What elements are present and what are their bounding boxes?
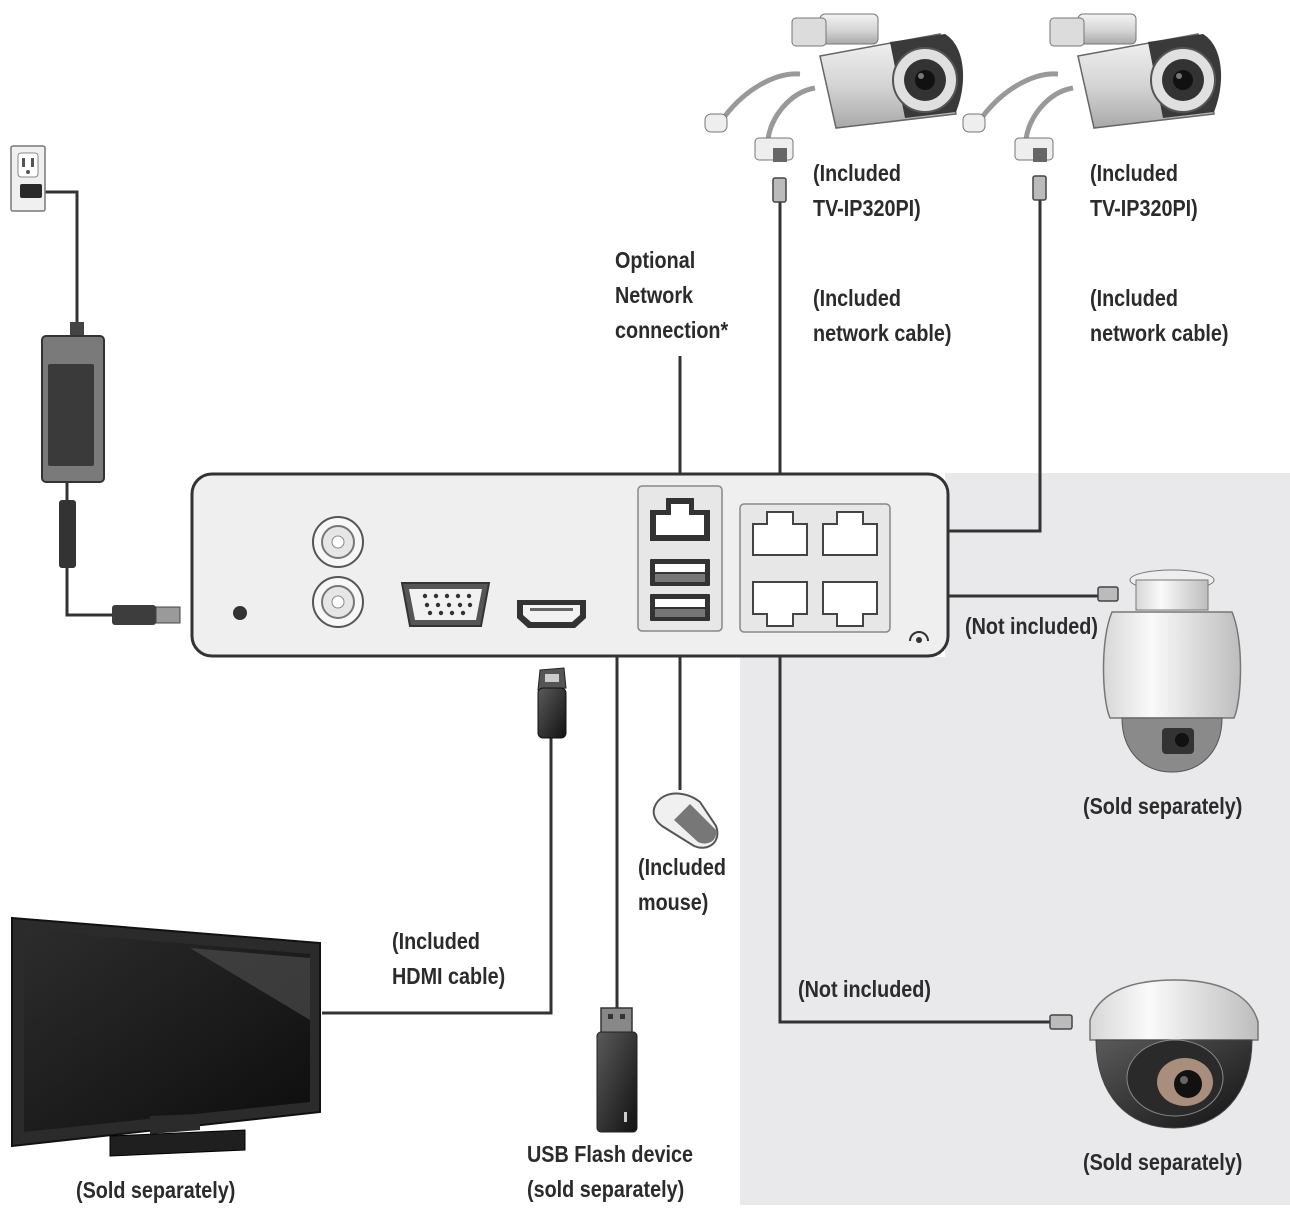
usb-flash-drive-icon bbox=[596, 1007, 638, 1133]
network-camera-icon bbox=[704, 13, 964, 162]
not-included-2-label: (Not included) bbox=[798, 976, 931, 1002]
poe-ports bbox=[752, 511, 878, 627]
power-jack bbox=[233, 606, 247, 620]
nvr-rear-panel bbox=[190, 472, 950, 658]
rj45-plug-icon bbox=[772, 177, 787, 203]
vga-port bbox=[400, 582, 491, 627]
ptz-camera-icon bbox=[1102, 569, 1242, 773]
hdmi-plug-icon bbox=[537, 667, 567, 739]
rj45-plug-icon bbox=[1049, 1014, 1073, 1030]
tv-label: (Sold separately) bbox=[76, 1177, 236, 1203]
not-included-1-label: (Not included) bbox=[965, 613, 1098, 639]
dc-plug-icon bbox=[112, 605, 181, 625]
usb-flash-label: USB Flash device(sold separately) bbox=[527, 1141, 694, 1202]
network-camera-icon bbox=[962, 13, 1222, 162]
dome-camera-icon bbox=[1089, 979, 1259, 1129]
ground-icon bbox=[909, 631, 929, 643]
power-cable-wall bbox=[44, 190, 79, 322]
ptz-camera-label: (Sold separately) bbox=[1083, 793, 1243, 819]
mouse-icon bbox=[652, 792, 719, 849]
hdmi-port bbox=[517, 600, 586, 628]
rj45-plug-icon bbox=[1032, 175, 1047, 201]
wall-outlet-icon bbox=[10, 145, 46, 212]
usb-ports bbox=[650, 559, 710, 621]
power-adapter-icon bbox=[41, 322, 105, 568]
audio-ports bbox=[312, 516, 364, 628]
lan-port bbox=[650, 498, 710, 541]
cable-hdmi bbox=[322, 735, 553, 1015]
cable-dome bbox=[778, 610, 1050, 1024]
television-icon bbox=[11, 916, 321, 1157]
rj45-plug-icon bbox=[1097, 586, 1119, 602]
dome-camera-label: (Sold separately) bbox=[1083, 1149, 1243, 1175]
